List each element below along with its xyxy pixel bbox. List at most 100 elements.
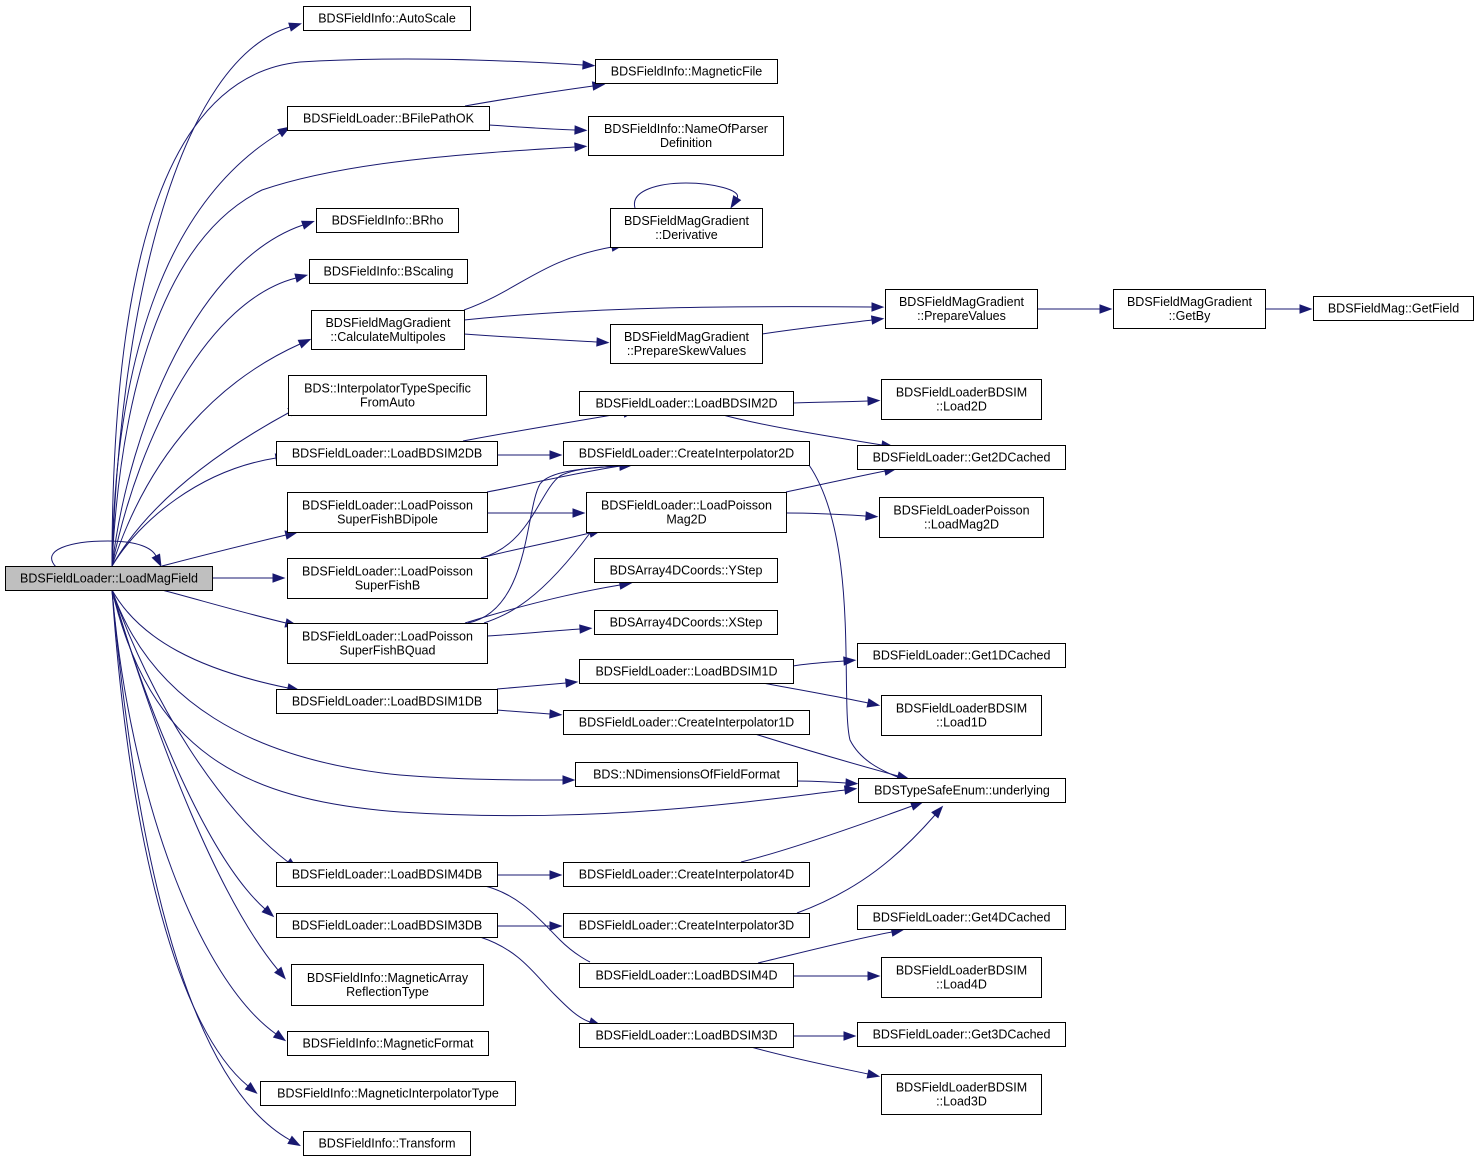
node-label: BDSFieldLoaderBDSIM: [896, 1081, 1027, 1095]
node-get1d[interactable]: BDSFieldLoader::Get1DCached: [857, 643, 1066, 668]
node-get4d[interactable]: BDSFieldLoader::Get4DCached: [857, 905, 1066, 930]
node-underlying[interactable]: BDSTypeSafeEnum::underlying: [858, 778, 1066, 803]
edge-psbquad-to-xstep: [486, 624, 593, 637]
node-bdsim3d[interactable]: BDSFieldLoader::LoadBDSIM3D: [579, 1023, 794, 1048]
edge-bdsim4db-to-ci4d: [497, 870, 563, 880]
edge-bfilepath-to-nameparser: [488, 124, 588, 135]
node-bfilepath[interactable]: BDSFieldLoader::BFilePathOK: [287, 106, 490, 131]
edge-calcmulti-to-deriv: [463, 242, 625, 311]
edge-root-to-calcmulti: [111, 338, 312, 567]
node-magfile[interactable]: BDSFieldInfo::MagneticFile: [595, 59, 778, 84]
node-label: BDSFieldLoader::Get3DCached: [873, 1028, 1051, 1042]
node-autoscale[interactable]: BDSFieldInfo::AutoScale: [303, 6, 471, 31]
node-label: ::CalculateMultipoles: [330, 330, 445, 344]
edge-bdsim4db-to-bdsim4d: [484, 885, 591, 963]
node-label: BDSFieldLoader::CreateInterpolator1D: [579, 716, 794, 730]
node-label: BDSTypeSafeEnum::underlying: [874, 784, 1050, 798]
node-calcmulti[interactable]: BDSFieldMagGradient::CalculateMultipoles: [311, 310, 465, 350]
edge-bdsim1db-to-bdsim1d: [496, 678, 579, 690]
node-maginterp[interactable]: BDSFieldInfo::MagneticInterpolatorType: [260, 1081, 516, 1106]
node-label: ::Derivative: [655, 228, 718, 242]
node-label: BDSFieldMagGradient: [325, 316, 451, 330]
node-ci1d[interactable]: BDSFieldLoader::CreateInterpolator1D: [563, 710, 810, 735]
node-ystep[interactable]: BDSArray4DCoords::YStep: [594, 558, 778, 583]
edge-calcmulti-to-prepvals: [463, 302, 885, 321]
edge-bdsim4d-to-load4d: [793, 971, 881, 981]
edge-prepvals-to-getby: [1037, 304, 1113, 314]
node-get2d[interactable]: BDSFieldLoader::Get2DCached: [857, 445, 1066, 470]
edge-root-to-underlying: [111, 589, 858, 817]
node-psbdipole[interactable]: BDSFieldLoader::LoadPoissonSuperFishBDip…: [287, 492, 488, 533]
edge-deriv-to-deriv: [634, 182, 742, 209]
edge-bdsim2d-to-load2d: [792, 396, 881, 406]
node-label: BDSFieldLoader::LoadPoisson: [601, 499, 772, 513]
node-bdsim2db[interactable]: BDSFieldLoader::LoadBDSIM2DB: [276, 441, 498, 466]
node-label: BDSFieldLoaderPoisson: [893, 504, 1029, 518]
node-label: BDSFieldLoader::LoadBDSIM1DB: [292, 695, 482, 709]
node-loadmag2d[interactable]: BDSFieldLoaderPoisson::LoadMag2D: [879, 497, 1044, 538]
node-ci4d[interactable]: BDSFieldLoader::CreateInterpolator4D: [563, 862, 810, 887]
edge-root-to-autoscale: [111, 22, 302, 567]
node-label: BDS::InterpolatorTypeSpecific: [304, 382, 471, 396]
node-bdsim2d[interactable]: BDSFieldLoader::LoadBDSIM2D: [579, 391, 794, 416]
node-get3d[interactable]: BDSFieldLoader::Get3DCached: [857, 1022, 1066, 1047]
node-bscaling[interactable]: BDSFieldInfo::BScaling: [309, 259, 468, 284]
node-psbquad[interactable]: BDSFieldLoader::LoadPoissonSuperFishBQua…: [287, 623, 488, 664]
node-label: BDSFieldLoader::Get1DCached: [873, 649, 1051, 663]
node-bdsim1d[interactable]: BDSFieldLoader::LoadBDSIM1D: [579, 659, 794, 684]
node-transform[interactable]: BDSFieldInfo::Transform: [303, 1131, 471, 1156]
node-load2d[interactable]: BDSFieldLoaderBDSIM::Load2D: [881, 379, 1042, 420]
node-prepvals[interactable]: BDSFieldMagGradient::PrepareValues: [885, 289, 1038, 329]
node-label: BDSFieldLoader::LoadPoisson: [302, 565, 473, 579]
edge-bdsim3db-to-ci3d: [497, 921, 563, 931]
edge-psbquad-to-ystep: [464, 580, 633, 624]
node-deriv[interactable]: BDSFieldMagGradient::Derivative: [610, 208, 763, 248]
node-load3d[interactable]: BDSFieldLoaderBDSIM::Load3D: [881, 1074, 1042, 1115]
edge-root-to-maginterp: [111, 589, 258, 1094]
edge-getby-to-getfield: [1265, 304, 1313, 314]
node-prepskew[interactable]: BDSFieldMagGradient::PrepareSkewValues: [610, 324, 763, 364]
node-bdsim1db[interactable]: BDSFieldLoader::LoadBDSIM1DB: [276, 689, 498, 714]
node-label: BDSFieldMagGradient: [1127, 295, 1253, 309]
edge-psb-to-pmag2d: [480, 528, 603, 559]
node-label: ::Load4D: [936, 978, 987, 992]
node-load1d[interactable]: BDSFieldLoaderBDSIM::Load1D: [881, 695, 1042, 736]
edge-layer: [51, 22, 1313, 1147]
node-getfield[interactable]: BDSFieldMag::GetField: [1313, 296, 1474, 321]
node-bdsim4d[interactable]: BDSFieldLoader::LoadBDSIM4D: [579, 963, 794, 988]
node-label: BDSFieldMagGradient: [624, 214, 750, 228]
edge-calcmulti-to-prepskew: [463, 333, 610, 347]
node-magformat[interactable]: BDSFieldInfo::MagneticFormat: [287, 1031, 489, 1056]
edge-root-to-bscaling: [111, 273, 309, 567]
node-label: ::Load1D: [936, 716, 987, 730]
edge-psbquad-to-pmag2d: [483, 523, 598, 624]
node-bdsim4db[interactable]: BDSFieldLoader::LoadBDSIM4DB: [276, 862, 498, 887]
node-load4d[interactable]: BDSFieldLoaderBDSIM::Load4D: [881, 957, 1042, 998]
node-xstep[interactable]: BDSArray4DCoords::XStep: [594, 610, 778, 635]
node-bdsim3db[interactable]: BDSFieldLoader::LoadBDSIM3DB: [276, 913, 498, 938]
edge-pmag2d-to-loadmag2d: [785, 466, 898, 493]
node-label: BDSFieldLoader::CreateInterpolator2D: [579, 447, 794, 461]
node-label: BDSFieldInfo::MagneticFile: [611, 65, 763, 79]
node-ci3d[interactable]: BDSFieldLoader::CreateInterpolator3D: [563, 913, 810, 938]
node-getby[interactable]: BDSFieldMagGradient::GetBy: [1113, 289, 1266, 329]
node-ndims[interactable]: BDS::NDimensionsOfFieldFormat: [575, 762, 798, 787]
node-label: BDSFieldLoader::BFilePathOK: [303, 112, 475, 126]
node-root[interactable]: BDSFieldLoader::LoadMagField: [5, 566, 213, 591]
node-label: BDSFieldLoader::CreateInterpolator3D: [579, 919, 794, 933]
node-label: BDSFieldLoaderBDSIM: [896, 702, 1027, 716]
node-label: ::Load3D: [936, 1095, 987, 1109]
node-brho[interactable]: BDSFieldInfo::BRho: [316, 208, 459, 233]
node-label: BDSFieldLoader::Get2DCached: [873, 451, 1051, 465]
edge-root-to-nameparser: [111, 142, 588, 567]
node-label: BDSFieldInfo::MagneticFormat: [303, 1037, 474, 1051]
edge-root-to-magarray: [111, 589, 286, 980]
edge-root-to-magfile: [111, 58, 596, 567]
node-ci2d[interactable]: BDSFieldLoader::CreateInterpolator2D: [563, 441, 810, 466]
node-label: BDSFieldInfo::NameOfParser: [604, 122, 768, 136]
node-magarray[interactable]: BDSFieldInfo::MagneticArrayReflectionTyp…: [291, 964, 484, 1006]
